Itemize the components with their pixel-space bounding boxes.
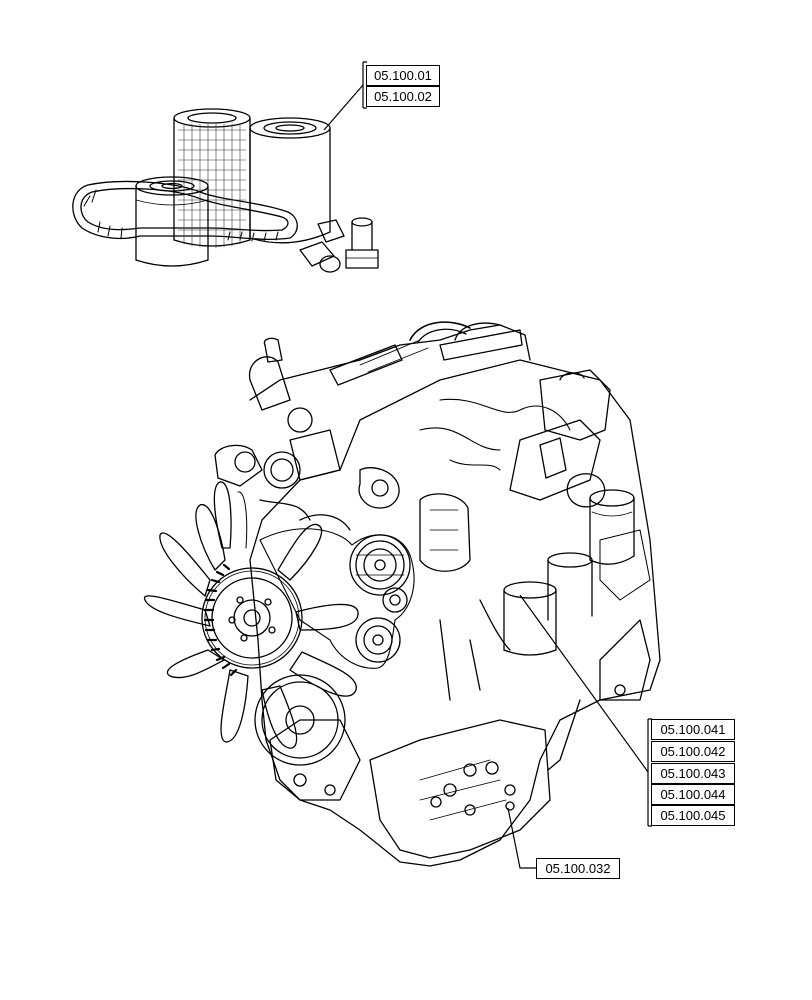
ref-label-05-100-041[interactable]: 05.100.041: [651, 719, 735, 740]
engine-illustration: [143, 321, 661, 867]
ref-label-05-100-032[interactable]: 05.100.032: [536, 858, 620, 879]
ref-label-05-100-042[interactable]: 05.100.042: [651, 741, 735, 762]
ref-label-05-100-02[interactable]: 05.100.02: [366, 86, 440, 107]
ref-label-05-100-01[interactable]: 05.100.01: [366, 65, 440, 86]
ref-label-05-100-045[interactable]: 05.100.045: [651, 805, 735, 826]
fan-assembly: [143, 481, 359, 766]
service-kit-illustration: [72, 108, 379, 273]
ref-label-05-100-044[interactable]: 05.100.044: [651, 784, 735, 805]
ref-label-05-100-043[interactable]: 05.100.043: [651, 763, 735, 784]
